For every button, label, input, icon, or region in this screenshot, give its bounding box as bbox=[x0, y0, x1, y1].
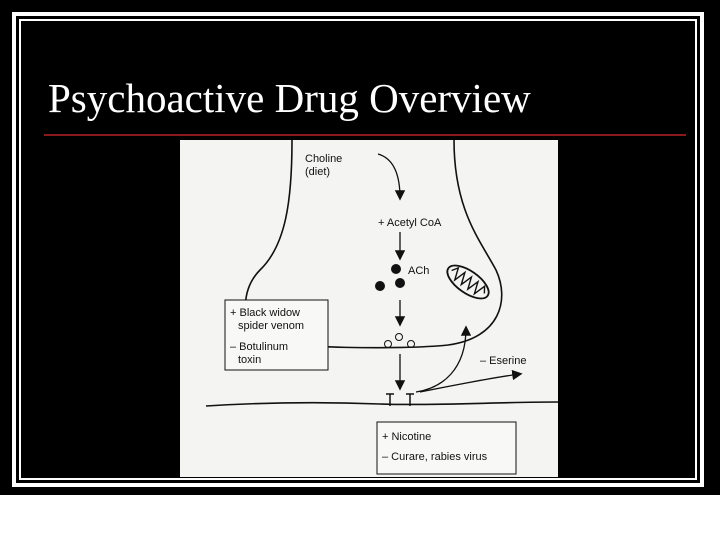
ach-label: ACh bbox=[408, 265, 429, 277]
slide-bottom-margin bbox=[0, 495, 720, 540]
title-underline bbox=[44, 134, 686, 136]
ach-molecule bbox=[391, 264, 401, 274]
postsynaptic-membrane bbox=[205, 401, 558, 407]
acetyl-coa-label: + Acetyl CoA bbox=[378, 217, 442, 229]
toxin-label: toxin bbox=[238, 354, 261, 366]
esterine-arrow-right bbox=[419, 369, 523, 393]
slide-border-outer bbox=[12, 12, 704, 487]
nicotine-label: + Nicotine bbox=[382, 431, 431, 443]
vesicle bbox=[384, 340, 392, 348]
spider-venom-label: spider venom bbox=[238, 320, 304, 332]
esterine-label: – Eserine bbox=[480, 355, 526, 367]
ach-molecule bbox=[395, 278, 405, 288]
vesicle bbox=[395, 333, 403, 341]
presynaptic-toxins-box bbox=[224, 299, 329, 371]
choline-arrow bbox=[377, 153, 406, 201]
presynaptic-terminal-outline bbox=[244, 140, 503, 349]
slide-border-inner bbox=[19, 19, 697, 480]
ach-molecule bbox=[375, 281, 385, 291]
vesicle bbox=[407, 340, 415, 348]
curare-label: – Curare, rabies virus bbox=[382, 451, 488, 463]
botulinum-label: – Botulinum bbox=[230, 341, 288, 353]
choline-label: Choline bbox=[305, 153, 342, 165]
synapse-diagram-svg: Choline (diet) + Acetyl CoA ACh bbox=[205, 140, 558, 475]
receptor-icon bbox=[386, 393, 414, 406]
slide-title: Psychoactive Drug Overview bbox=[48, 75, 531, 121]
black-widow-label: + Black widow bbox=[230, 307, 300, 319]
synapse-diagram: Choline (diet) + Acetyl CoA ACh bbox=[180, 140, 558, 477]
esterine-arrow-up bbox=[415, 325, 472, 393]
receptor-drugs-box bbox=[376, 421, 517, 475]
choline-diet-label: (diet) bbox=[305, 166, 330, 178]
mitochondrion-icon bbox=[446, 264, 490, 300]
